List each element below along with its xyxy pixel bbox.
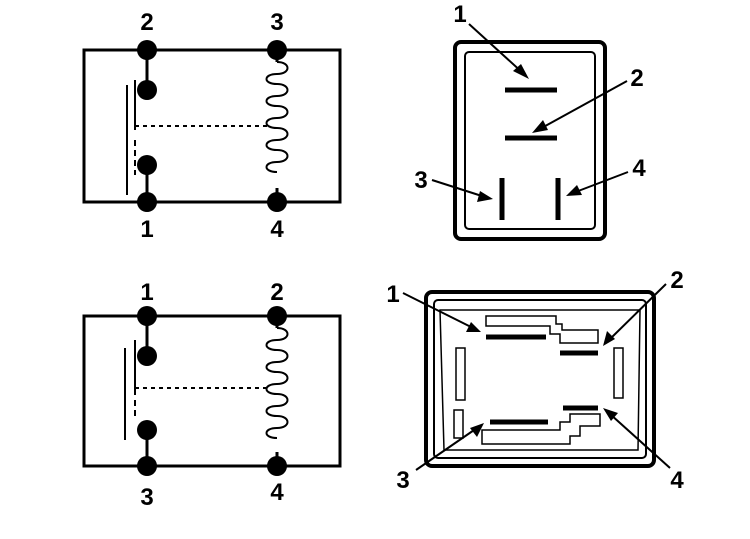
callout-leader <box>537 80 628 131</box>
callout-arrowhead <box>603 331 615 346</box>
relay-connector-bottom: 1 2 3 4 <box>386 267 684 494</box>
callout-label: 2 <box>630 65 643 92</box>
connector-inner-shell <box>464 51 596 230</box>
pin-label-top-left: 2 <box>140 9 153 36</box>
pin-label-bottom-right: 4 <box>270 479 284 506</box>
connector-cavity <box>439 309 641 451</box>
side-slot <box>613 347 624 399</box>
pin-terminal <box>267 40 287 60</box>
pin-terminal <box>267 192 287 212</box>
callout-leader <box>468 23 525 75</box>
contact-dot <box>137 346 157 366</box>
connector-outer-shell <box>424 290 656 468</box>
callout-label: 1 <box>453 1 466 28</box>
pin-terminal <box>137 192 157 212</box>
callout-leader <box>572 171 629 194</box>
callout-label: 4 <box>632 155 646 182</box>
molded-channel <box>485 315 599 344</box>
side-slot <box>453 409 464 439</box>
pin-terminal <box>137 456 157 476</box>
schematic-frame <box>82 48 342 204</box>
callout-leader <box>415 427 478 471</box>
molded-channel <box>481 413 601 445</box>
relay-schematic-top: 2 3 1 4 <box>82 9 342 243</box>
callout-arrowhead <box>532 120 548 133</box>
callout-arrowhead <box>566 185 582 196</box>
callout-label: 2 <box>670 267 683 294</box>
pin-terminal <box>137 40 157 60</box>
pin-label-bottom-left: 1 <box>140 216 153 243</box>
callout-label: 1 <box>386 281 399 308</box>
callout-arrowhead <box>466 322 481 332</box>
connector-inner-shell <box>433 299 647 459</box>
coil-winding <box>265 327 289 439</box>
callout-arrowhead <box>513 64 529 79</box>
relay-connector-top: 1 2 3 4 <box>414 1 646 241</box>
side-slot <box>455 347 466 401</box>
contact-dot <box>137 80 157 100</box>
callout-leader <box>402 292 474 329</box>
callout-label: 3 <box>414 167 427 194</box>
pin-terminal <box>267 456 287 476</box>
connector-outer-shell <box>453 40 607 241</box>
callout-arrowhead <box>477 191 493 202</box>
pin-label-top-right: 3 <box>270 9 283 36</box>
contact-dot <box>137 420 157 440</box>
callout-leader <box>609 413 671 469</box>
contact-dot <box>137 155 157 175</box>
pin-label-bottom-left: 3 <box>140 484 153 511</box>
callout-label: 3 <box>396 467 409 494</box>
pin-label-top-left: 1 <box>140 279 153 306</box>
relay-schematic-bottom: 1 2 3 4 <box>82 279 342 511</box>
pin-terminal <box>137 306 157 326</box>
callout-label: 4 <box>670 467 684 494</box>
callout-arrowhead <box>470 423 484 437</box>
callout-leader <box>431 179 486 198</box>
pin-label-bottom-right: 4 <box>270 216 284 243</box>
pin-label-top-right: 2 <box>270 279 283 306</box>
pin-terminal <box>267 306 287 326</box>
coil-winding <box>265 61 289 173</box>
callout-arrowhead <box>603 408 618 421</box>
schematic-frame <box>82 314 342 468</box>
callout-leader <box>608 283 667 341</box>
